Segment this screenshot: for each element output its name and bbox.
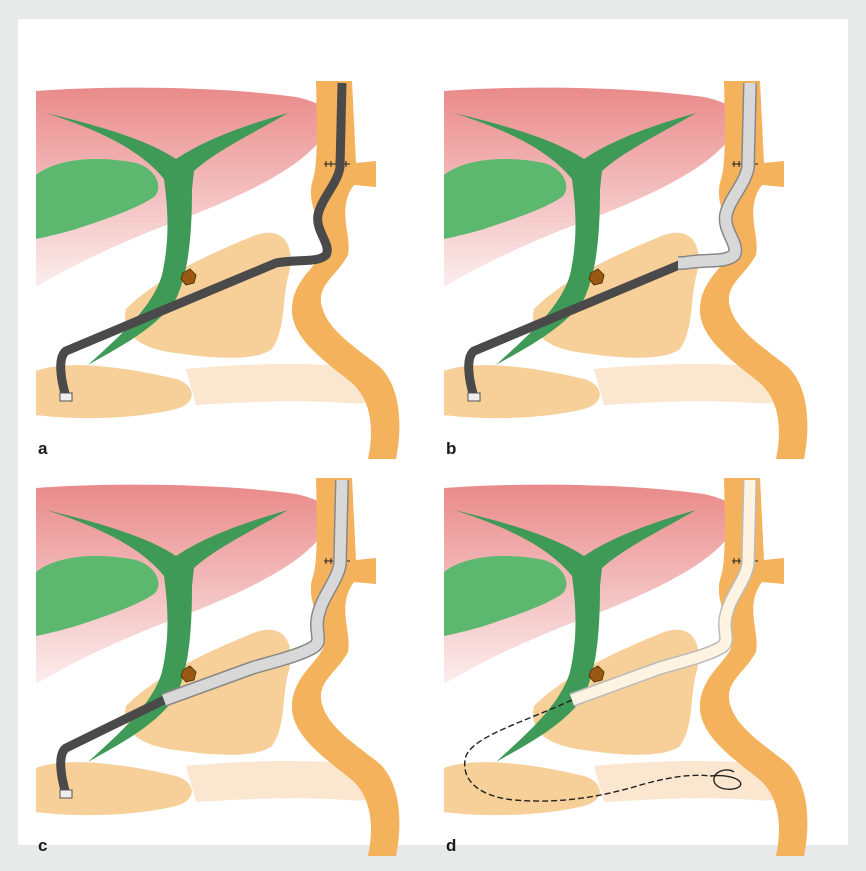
anatomy-illustration-a bbox=[36, 59, 402, 459]
pancreas bbox=[533, 630, 699, 755]
anatomy-illustration-b bbox=[444, 59, 810, 459]
panel-label-c: c bbox=[38, 836, 47, 856]
anatomy-illustration-c bbox=[36, 456, 402, 856]
figure-frame: a b c d bbox=[18, 19, 848, 845]
anatomy-illustration-d bbox=[444, 456, 810, 856]
panel-c: c bbox=[36, 456, 402, 856]
panel-a: a bbox=[36, 59, 402, 459]
endoscope-tip bbox=[468, 393, 480, 401]
endoscope-tip bbox=[60, 790, 72, 798]
panel-b: b bbox=[444, 59, 810, 459]
panel-d: d bbox=[444, 456, 810, 856]
pancreas bbox=[125, 630, 291, 755]
endoscope-tip bbox=[60, 393, 72, 401]
panel-label-d: d bbox=[446, 836, 456, 856]
stomach-antrum bbox=[444, 762, 600, 815]
